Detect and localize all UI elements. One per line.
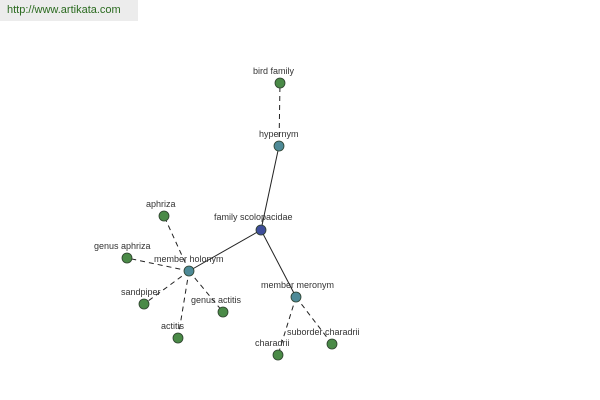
edge-member-meronym-to-charadrii [277, 296, 297, 356]
edge-hypernym-to-bird-family [278, 82, 281, 147]
edge-center-to-member-meronym [260, 229, 297, 298]
graph-nodes [121, 77, 338, 361]
node-genus-aphriza[interactable] [121, 252, 133, 264]
node-label-suborder-charadrii[interactable]: suborder charadrii [287, 327, 360, 337]
node-label-actitis[interactable]: actitis [161, 321, 185, 331]
node-label-genus-aphriza[interactable]: genus aphriza [94, 241, 151, 251]
node-genus-actitis[interactable] [217, 306, 229, 318]
edge-member-holonym-to-actitis [177, 270, 190, 339]
graph-labels: family scolopacidae hypernym bird family me… [94, 66, 360, 348]
node-label-genus-actitis[interactable]: genus actitis [191, 295, 242, 305]
node-member-meronym[interactable] [290, 291, 302, 303]
edge-member-holonym-to-sandpiper [143, 270, 190, 305]
node-label-bird-family[interactable]: bird family [253, 66, 295, 76]
edge-member-holonym-to-genus-aphriza [126, 257, 190, 272]
graph-edges [126, 82, 333, 356]
edge-center-to-hypernym [260, 145, 280, 231]
node-bird-family[interactable] [274, 77, 286, 89]
node-label-hypernym[interactable]: hypernym [259, 129, 299, 139]
edge-center-to-member-holonym [188, 229, 262, 272]
site-url-link[interactable]: http://www.artikata.com [7, 4, 121, 16]
node-label-member-meronym[interactable]: member meronym [261, 280, 334, 290]
node-hypernym[interactable] [273, 140, 285, 152]
edge-member-holonym-to-aphriza [163, 215, 190, 272]
url-bar: http://www.artikata.com [0, 0, 138, 21]
node-center[interactable] [255, 224, 267, 236]
node-label-sandpiper[interactable]: sandpiper [121, 287, 161, 297]
node-actitis[interactable] [172, 332, 184, 344]
node-label-aphriza[interactable]: aphriza [146, 199, 176, 209]
node-suborder-charadrii[interactable] [326, 338, 338, 350]
node-charadrii[interactable] [272, 349, 284, 361]
node-label-member-holonym[interactable]: member holonym [154, 254, 224, 264]
node-member-holonym[interactable] [183, 265, 195, 277]
node-sandpiper[interactable] [138, 298, 150, 310]
node-aphriza[interactable] [158, 210, 170, 222]
edge-member-meronym-to-suborder-charadrii [295, 296, 333, 345]
edge-member-holonym-to-genus-actitis [188, 270, 224, 313]
node-label-charadrii[interactable]: charadrii [255, 338, 290, 348]
node-label-center[interactable]: family scolopacidae [214, 212, 293, 222]
